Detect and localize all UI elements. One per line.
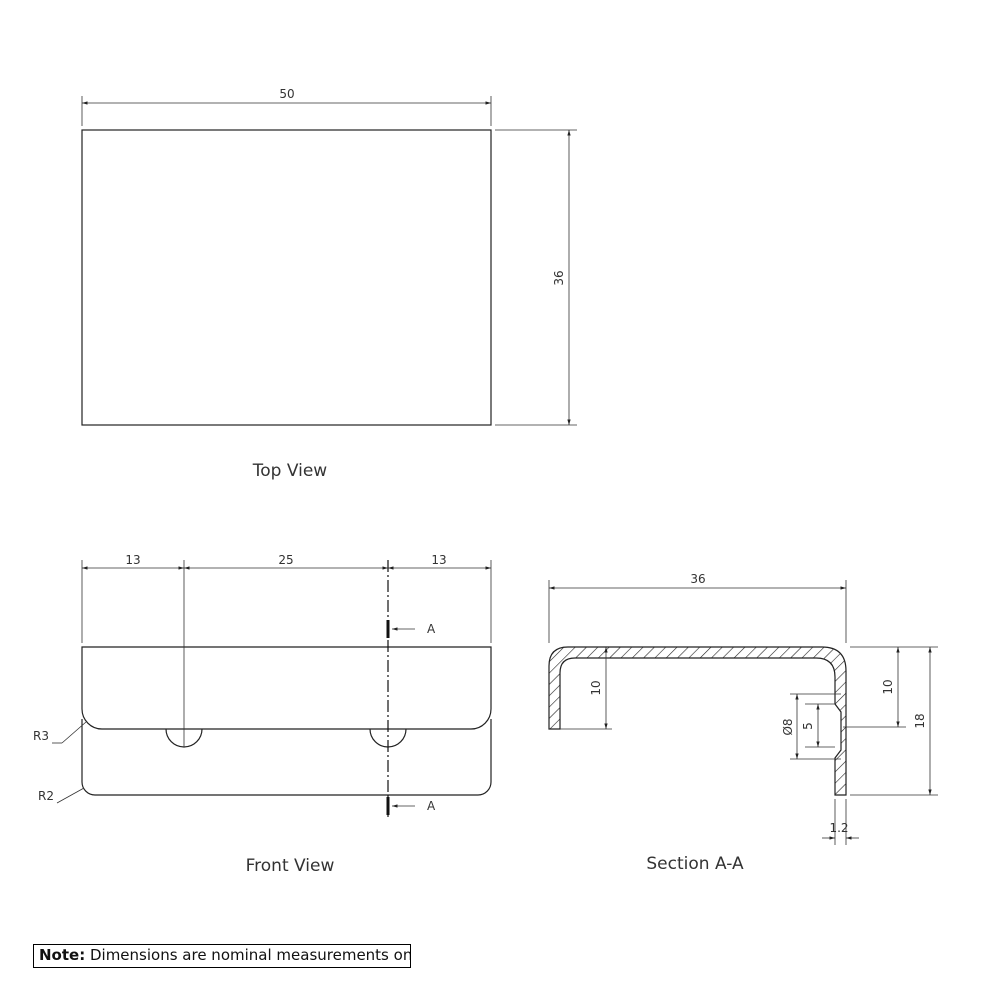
radius-upper-label: R3 (33, 729, 49, 743)
radius-upper-leader (61, 721, 87, 744)
section-depth-dim: 36 (690, 572, 705, 586)
section-view-caption: Section A-A (646, 854, 744, 874)
section-total-height-dim: 18 (913, 713, 927, 728)
note-text: Dimensions are nominal measurements only (85, 946, 411, 964)
front-upper-outline (81, 646, 492, 730)
radius-lower-leader (56, 787, 85, 804)
note-box: Note: Dimensions are nominal measurement… (33, 944, 411, 968)
front-dim-mid: 25 (278, 553, 293, 567)
top-view: 50 36 Top View (81, 87, 577, 481)
section-mark-top: A (427, 622, 436, 636)
front-dim-right: 13 (431, 553, 446, 567)
thickness-dim: 1.2 (829, 821, 848, 835)
radius-lower-label: R2 (38, 789, 54, 803)
front-dim-left: 13 (125, 553, 140, 567)
front-view-caption: Front View (246, 856, 335, 876)
hole-diameter-dim: Ø8 (781, 718, 795, 735)
top-view-outline (81, 129, 492, 426)
section-mark-bottom: A (427, 799, 436, 813)
section-right-inner-dim: 10 (881, 679, 895, 694)
note-label: Note: (39, 946, 86, 964)
front-lower-outline (81, 719, 492, 796)
hole-inner-dim: 5 (801, 722, 815, 730)
section-profile (548, 646, 847, 796)
top-height-dim: 36 (552, 270, 566, 285)
top-view-caption: Top View (252, 461, 328, 481)
section-inner-dim: 10 (589, 680, 603, 695)
front-view: A A 13 25 13 R3 R2 Front View (33, 553, 492, 876)
section-view: Ø8 5 36 10 10 18 1.2 Section A-A (548, 572, 938, 874)
top-width-dim: 50 (279, 87, 294, 101)
